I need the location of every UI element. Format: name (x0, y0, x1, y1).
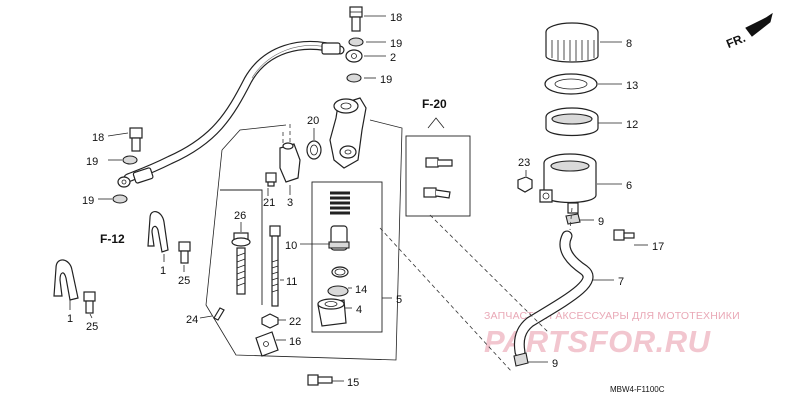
callout-18-upper: 18 (390, 12, 402, 24)
callout-3: 3 (287, 197, 293, 209)
callout-14: 14 (355, 284, 367, 296)
sealing-washer-lower-b (112, 194, 128, 204)
callout-1-lower: 1 (67, 313, 73, 325)
callout-19-upper-a: 19 (390, 38, 402, 50)
callout-11: 11 (286, 276, 297, 288)
callout-7: 7 (618, 276, 624, 288)
reservoir-cap-8 (545, 22, 599, 63)
callout-6: 6 (626, 180, 632, 192)
ref-f12: F-12 (100, 232, 125, 246)
piston-10 (328, 225, 350, 251)
banjo-bolt-upper (349, 6, 363, 32)
push-rod-26 (231, 232, 251, 295)
o-ring-20 (306, 140, 322, 160)
banjo-bolt-lower (129, 127, 143, 152)
callout-15: 15 (347, 377, 359, 389)
link-line-tank (569, 207, 573, 231)
hose-clip-lower (513, 352, 529, 367)
piston-spring (330, 191, 350, 215)
callout-9-lower: 9 (552, 358, 558, 370)
master-cylinder-body (329, 97, 367, 169)
diaphragm-12 (545, 107, 599, 137)
callout-21: 21 (263, 197, 275, 209)
leader-lines (69, 15, 648, 382)
cotter-pin-24 (213, 307, 225, 321)
callout-25-lower: 25 (86, 321, 98, 333)
link-line-main (379, 227, 513, 373)
hose-clip-upper (565, 213, 581, 225)
callout-8: 8 (626, 38, 632, 50)
hose-joint-3 (265, 142, 301, 187)
sealing-washer-lower-a (122, 155, 138, 165)
callout-22: 22 (289, 316, 301, 328)
callout-2: 2 (390, 52, 396, 64)
callout-9-upper: 9 (598, 216, 604, 228)
callout-10: 10 (285, 240, 297, 252)
joint-16 (255, 331, 279, 357)
clamp-bolt-upper (178, 241, 191, 264)
callout-23: 23 (518, 157, 530, 169)
bolt-23 (517, 176, 533, 193)
callout-labels: 18 19 2 19 18 19 19 20 3 21 26 10 11 14 … (67, 12, 664, 389)
callout-13: 13 (626, 80, 638, 92)
watermark-subtitle: ЗАПЧАСТИ И АКСЕССУАРЫ ДЛЯ МОТОТЕХНИКИ (484, 310, 740, 322)
sealing-washer-upper-a (348, 37, 364, 47)
callout-5: 5 (396, 294, 402, 306)
callout-24: 24 (186, 314, 198, 326)
reservoir-tank-6 (539, 153, 597, 214)
boot-4 (317, 298, 347, 327)
callout-25-upper: 25 (178, 275, 190, 287)
push-rod-bracket-line (220, 189, 263, 305)
screw-17 (613, 229, 635, 241)
callout-1-upper: 1 (160, 265, 166, 277)
diagram-code: MBW4-F1100C (610, 385, 665, 394)
callout-19-lower-b: 19 (82, 195, 94, 207)
sealing-washer-upper-b (346, 73, 362, 83)
f20-reference (405, 117, 471, 217)
callout-19-lower-a: 19 (86, 156, 98, 168)
circlip-14 (327, 266, 349, 297)
callout-4: 4 (356, 304, 362, 316)
piston-kit-box (311, 181, 383, 333)
front-label: FR. (724, 31, 747, 51)
rod-11 (269, 225, 281, 307)
hose-clamp-lower (53, 259, 79, 301)
callout-20: 20 (307, 115, 319, 127)
brake-hose-assembly (117, 40, 363, 188)
callout-18-lower: 18 (92, 132, 104, 144)
callout-19-upper-b: 19 (380, 74, 392, 86)
nut-22 (261, 313, 279, 329)
assembly-frame-line (205, 119, 403, 361)
callout-17: 17 (652, 241, 664, 253)
clamp-bolt-lower (83, 291, 96, 314)
ref-f20: F-20 (422, 97, 447, 111)
clevis-pin-15 (307, 374, 333, 386)
front-arrow-icon (745, 12, 773, 37)
diaphragm-plate-13 (544, 73, 598, 95)
callout-26: 26 (234, 210, 246, 222)
callout-16: 16 (289, 336, 301, 348)
callout-12: 12 (626, 119, 638, 131)
hose-clamp-upper (147, 211, 169, 253)
front-arrow: FR. (724, 12, 773, 51)
reservoir-hose-7 (513, 230, 594, 358)
